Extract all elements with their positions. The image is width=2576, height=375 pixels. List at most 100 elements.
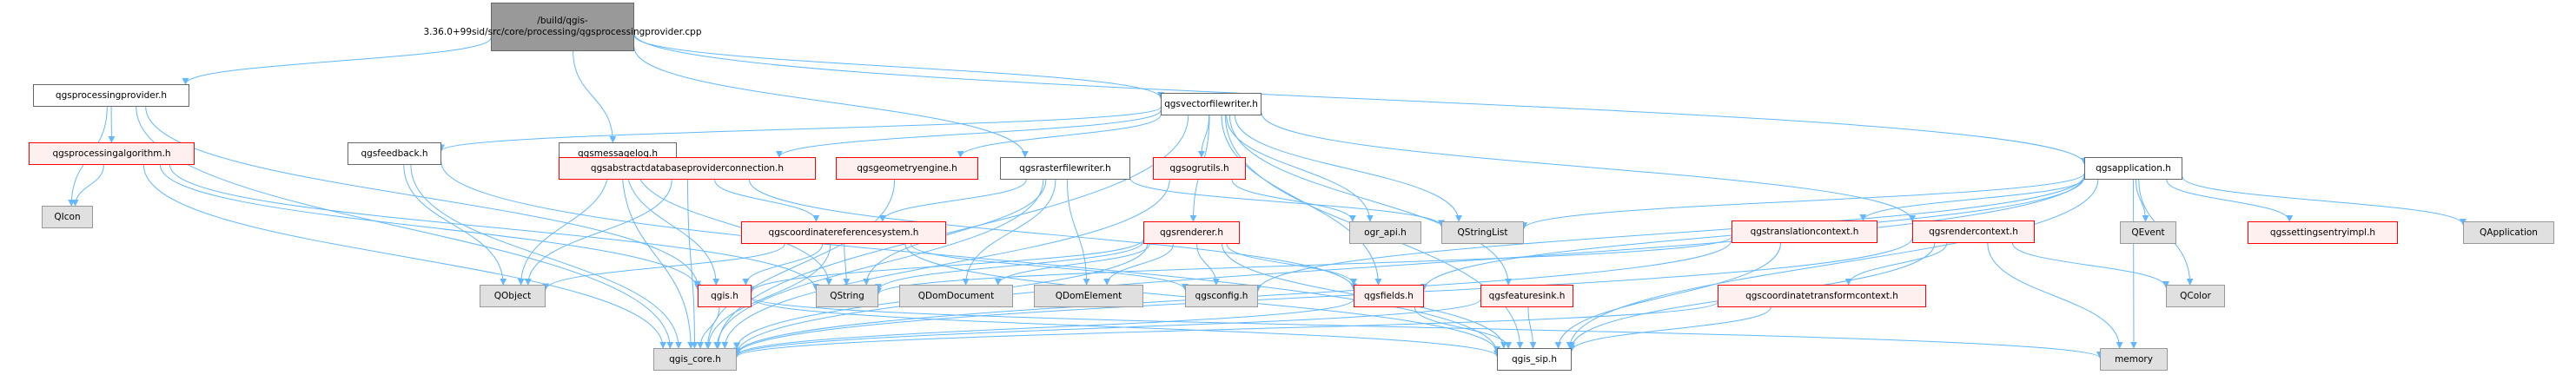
node-qgstranslationcontext-h[interactable]: qgstranslationcontext.h xyxy=(1732,220,1877,243)
node-qgsrendercontext-h[interactable]: qgsrendercontext.h xyxy=(1912,220,2035,243)
node-qevent[interactable]: QEvent xyxy=(2120,221,2176,244)
node-qgssettingsentryimpl-h[interactable]: qgssettingsentryimpl.h xyxy=(2248,221,2398,244)
edge-algorithm_h-to-qicon xyxy=(71,164,104,207)
edge-application_h-to-qgsconfig_h xyxy=(1255,174,2085,292)
node-qgsabstractdatabaseproviderconnection-h[interactable]: qgsabstractdatabaseproviderconnection.h xyxy=(559,157,816,180)
edge-vectorfilewriter_h-to-fields_h xyxy=(1221,115,1382,286)
node-memory[interactable]: memory xyxy=(2100,348,2168,371)
edge-vectorfilewriter_h-to-ogr_api_h xyxy=(1226,115,1374,222)
node-qgsfields-h[interactable]: qgsfields.h xyxy=(1354,285,1424,307)
edge-renderer_h-to-fields_h xyxy=(1226,243,1358,286)
edge-crs_h-to-qstring xyxy=(843,243,851,286)
edge-ctcontext_h-to-qgis_core_h xyxy=(733,301,1718,359)
node-qgsfeaturesink-h[interactable]: qgsfeaturesink.h xyxy=(1480,285,1573,307)
edge-feedback_h-to-qgis_sip_h xyxy=(440,161,1500,354)
edge-vectorfilewriter_h-to-ogrutils_h xyxy=(1197,115,1210,158)
edge-application_h-to-qgis_core_h xyxy=(733,174,2085,355)
edge-messagelog_h-to-qgis_h xyxy=(626,164,720,286)
edge-messagelog_h-to-qstring xyxy=(635,164,833,286)
node-qgsrenderer-h[interactable]: qgsrenderer.h xyxy=(1143,221,1240,244)
edge-rasterfilewriter_h-to-crs_h xyxy=(878,179,1027,222)
node-qgsprocessingalgorithm-h[interactable]: qgsprocessingalgorithm.h xyxy=(29,142,195,165)
edge-rasterfilewriter_h-to-qstringlist xyxy=(1129,178,1445,227)
edge-rasterfilewriter_h-to-qdomelement xyxy=(1066,179,1090,286)
edge-renderer_h-to-qgis_h xyxy=(748,239,1144,293)
node-qgsapplication-h[interactable]: qgsapplication.h xyxy=(2084,157,2182,180)
node-qobject[interactable]: QObject xyxy=(480,285,546,307)
edge-renderer_h-to-qstring xyxy=(875,241,1144,292)
node-qstring[interactable]: QString xyxy=(816,285,878,307)
edge-vectorfilewriter_h-to-featuresink_h xyxy=(1228,115,1513,286)
node-qstringlist[interactable]: QStringList xyxy=(1441,221,1524,244)
edge-ctcontext_h-to-qgis_sip_h xyxy=(1568,306,1771,352)
node-qgis-sip-h[interactable]: qgis_sip.h xyxy=(1497,348,1572,371)
edge-crs_h-to-qgsconfig_h xyxy=(910,243,1189,291)
node-qgsprocessingprovider-h[interactable]: qgsprocessingprovider.h xyxy=(33,84,189,107)
edge-qgis_h-to-memory xyxy=(751,296,2103,359)
node-qgsgeometryengine-h[interactable]: qgsgeometryengine.h xyxy=(836,157,978,180)
edge-rendercontext_h-to-memory xyxy=(1987,242,2123,349)
edge-translationcontext_h-to-qstring xyxy=(875,236,1732,295)
edge-root-to-vectorfilewriter_h xyxy=(633,35,1164,99)
node-qicon[interactable]: QIcon xyxy=(42,206,93,228)
edge-fields_h-to-qgis_core_h xyxy=(733,299,1354,357)
edge-vectorfilewriter_h-to-feedback_h xyxy=(438,107,1162,152)
edge-provider_h-to-qgis_h xyxy=(145,106,701,288)
node-qapplication[interactable]: QApplication xyxy=(2463,221,2554,244)
edge-application_h-to-qevent xyxy=(2135,179,2149,222)
edge-rendercontext_h-to-qcolor xyxy=(2011,242,2169,288)
node-qgsvectorfilewriter-h[interactable]: qgsvectorfilewriter.h xyxy=(1161,93,1262,115)
edge-messagelog_h-to-qgis_core_h xyxy=(621,164,695,349)
edge-abstractdb_h-to-qobject xyxy=(524,179,672,286)
edge-ogrutils_h-to-ogr_api_h xyxy=(1231,179,1356,222)
node-qgis-core-h[interactable]: qgis_core.h xyxy=(653,348,737,371)
edge-messagelog_h-to-qobject xyxy=(517,164,610,286)
node-qgsconfig-h[interactable]: qgsconfig.h xyxy=(1185,285,1258,307)
edge-rasterfilewriter_h-to-qdomdocument xyxy=(962,179,1056,286)
node-qgsogrutils-h[interactable]: qgsogrutils.h xyxy=(1153,157,1246,180)
node-qgsfeedback-h[interactable]: qgsfeedback.h xyxy=(348,142,441,165)
edge-application_h-to-settingsentryimpl_h xyxy=(2166,179,2294,222)
edge-application_h-to-qstringlist xyxy=(1520,173,2085,230)
edge-algorithm_h-to-qgis_core_h xyxy=(142,164,667,349)
edge-ogrutils_h-to-qgis_core_h xyxy=(721,179,1170,349)
edge-featuresink_h-to-qgis_sip_h xyxy=(1527,306,1537,349)
edge-renderer_h-to-qdomelement xyxy=(1103,243,1174,286)
node-qgscoordinatetransformcontext-h[interactable]: qgscoordinatetransformcontext.h xyxy=(1718,285,1926,307)
edge-vectorfilewriter_h-to-rendercontext_h xyxy=(1261,112,1916,222)
edge-rendercontext_h-to-ctcontext_h xyxy=(1844,242,1948,286)
node-root-file[interactable]: /build/qgis-3.36.0+99sid/src/core/proces… xyxy=(423,3,702,51)
edge-geometryengine_h-to-qgis_core_h xyxy=(704,179,896,349)
edge-abstractdb_h-to-crs_h xyxy=(714,179,820,222)
edge-application_h-to-translationcontext_h xyxy=(1859,177,2085,221)
edge-qgis_h-to-qgis_core_h xyxy=(697,306,720,349)
edge-crs_h-to-qgis_core_h xyxy=(705,243,831,349)
edge-vectorfilewriter_h-to-qstringlist xyxy=(1234,115,1463,222)
edge-rasterfilewriter_h-to-qgis_core_h xyxy=(713,179,1044,349)
edge-root-to-messagelog_h xyxy=(573,50,617,143)
edge-rasterfilewriter_h-to-qstring xyxy=(863,179,1047,286)
node-qgis-h[interactable]: qgis.h xyxy=(698,285,752,307)
edge-crs_h-to-qgis_h xyxy=(742,243,824,286)
node-qdomdocument[interactable]: QDomDocument xyxy=(899,285,1013,307)
edge-renderer_h-to-qdomdocument xyxy=(994,243,1150,286)
edge-root-to-application_h xyxy=(633,33,2088,165)
node-qgsrasterfilewriter-h[interactable]: qgsrasterfilewriter.h xyxy=(1000,157,1130,180)
node-ogr-api-h[interactable]: ogr_api.h xyxy=(1349,221,1421,244)
node-qgscoordinatereferencesystem-h[interactable]: qgscoordinatereferencesystem.h xyxy=(741,221,946,244)
edge-root-to-rasterfilewriter_h xyxy=(633,47,1029,158)
edge-fields_h-to-qgis_sip_h xyxy=(1414,306,1513,349)
edge-application_h-to-qgis_sip_h xyxy=(1566,179,2099,349)
edge-application_h-to-qapplication xyxy=(2182,176,2467,226)
edge-vectorfilewriter_h-to-abstractdb_h xyxy=(776,109,1162,158)
edge-rendercontext_h-to-qgis_core_h xyxy=(733,238,1913,357)
node-qdomelement[interactable]: QDomElement xyxy=(1034,285,1143,307)
edge-root-to-provider_h xyxy=(182,37,492,85)
edge-feedback_h-to-qobject xyxy=(403,164,507,286)
edge-feedback_h-to-qgis_core_h xyxy=(410,164,682,349)
node-qcolor[interactable]: QColor xyxy=(2166,285,2225,307)
edge-vectorfilewriter_h-to-geometryengine_h xyxy=(957,115,1162,158)
edge-algorithm_h-to-qstring xyxy=(169,164,819,291)
edge-translationcontext_h-to-qgis_sip_h xyxy=(1554,242,1781,349)
